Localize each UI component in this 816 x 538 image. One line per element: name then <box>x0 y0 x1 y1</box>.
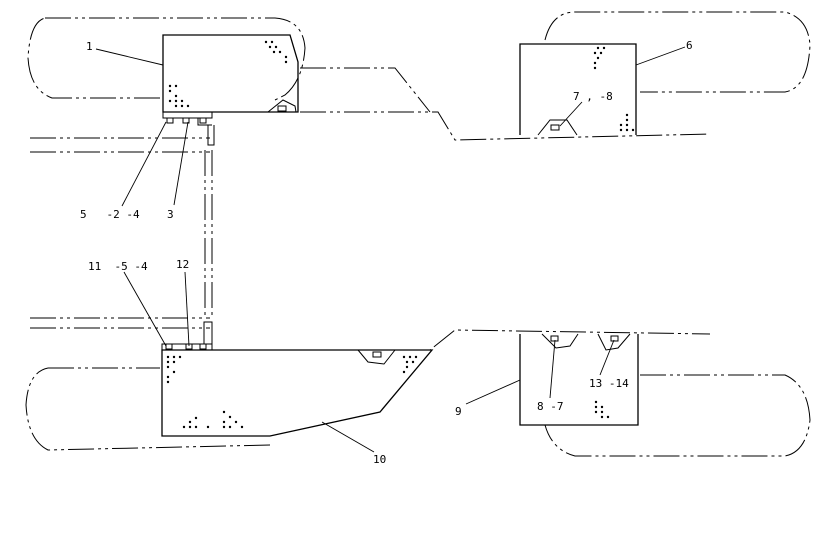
fastener-dots <box>594 400 610 419</box>
leader-9 <box>465 379 521 405</box>
callout-13: 13 -14 <box>589 377 629 390</box>
callout-9: 9 <box>455 405 462 418</box>
frame-rail-bottom-a <box>30 317 210 329</box>
callout-10: 10 <box>373 453 386 466</box>
frame-rail-top-c <box>30 137 210 153</box>
leader-5 <box>121 121 167 207</box>
fastener-dots <box>593 46 635 132</box>
callout-6: 6 <box>686 39 693 52</box>
frame-rail-top-a <box>300 67 431 113</box>
frame-vertical-left <box>204 150 213 318</box>
leader-12 <box>184 271 190 347</box>
tire-rear-right <box>544 374 811 457</box>
callout-11: 11 -5 -4 <box>88 260 148 273</box>
leader-13 <box>599 339 615 376</box>
callout-7: 7 , -8 <box>573 90 613 103</box>
tire-rear-left <box>25 367 271 451</box>
phantom-outlines <box>25 11 811 457</box>
component-box-rear-right <box>519 333 639 426</box>
callout-12: 12 <box>176 258 189 271</box>
leader-1 <box>95 48 164 66</box>
leader-11 <box>123 271 167 347</box>
callout-5: 5 -2 -4 <box>80 208 140 221</box>
leader-lines <box>95 46 686 453</box>
frame-rail-top-b <box>300 111 711 141</box>
callout-1: 1 <box>86 40 93 53</box>
leader-3 <box>173 121 189 206</box>
leader-6 <box>635 46 686 66</box>
tire-front-left <box>27 17 306 101</box>
fastener-dots <box>166 355 418 429</box>
frame-rail-bottom-b <box>215 329 711 351</box>
leader-8 <box>549 339 556 399</box>
leader-7 <box>559 101 583 127</box>
callout-3: 3 <box>167 208 174 221</box>
component-box-front-right <box>519 43 637 136</box>
callout-8: 8 -7 <box>537 400 564 413</box>
component-tank-rear-left <box>161 321 434 437</box>
leader-10 <box>321 421 375 453</box>
component-tank-front-left <box>162 34 299 146</box>
callout-labels: 1 5 -2 -4 3 11 -5 -4 12 10 6 7 , -8 9 8 … <box>80 39 693 466</box>
tire-front-right <box>544 11 811 93</box>
fastener-dots <box>168 40 288 108</box>
